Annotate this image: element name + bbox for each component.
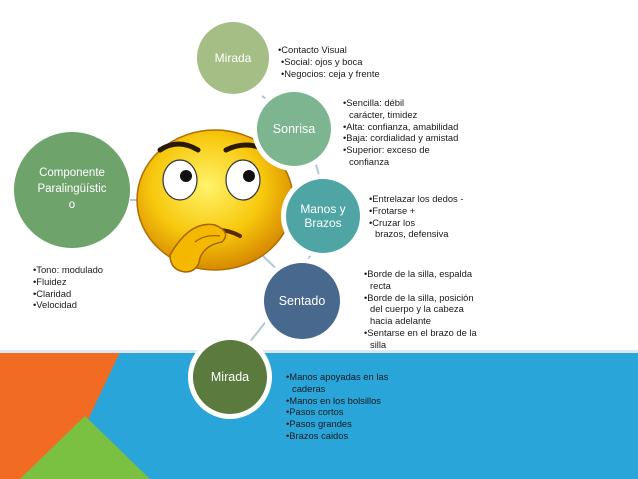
list-item: •Contacto Visual: [278, 44, 347, 55]
node-componente: Componente Paralingüístic o: [14, 132, 130, 248]
node-sentado: Sentado: [264, 263, 340, 339]
list-item: •Baja: cordialidad y amistad: [343, 132, 459, 144]
list-item: •Brazos caidos: [286, 429, 349, 441]
node-manos-line2: Brazos: [304, 216, 342, 230]
list-item: •Manos en los bolsillos: [286, 394, 381, 406]
node-mirada-bottom: Mirada: [193, 340, 267, 414]
list-item: •Velocidad: [33, 299, 77, 311]
list-item: •Claridad: [33, 287, 72, 299]
list-item: •Social: ojos y boca: [281, 55, 363, 67]
band-top-line: [0, 350, 638, 353]
band-green: [20, 416, 150, 479]
list-item: •Pasos grandes: [286, 418, 352, 429]
list-item: hacia adelante: [370, 315, 431, 326]
node-mirada-top: Mirada: [197, 22, 269, 94]
list-item: •Frotarse +: [369, 204, 416, 216]
list-item: •Entrelazar los dedos -: [369, 193, 464, 204]
list-item: •Alta: confianza, amabilidad: [343, 120, 459, 132]
node-sonrisa-label: Sonrisa: [272, 121, 316, 136]
band-orange: [0, 352, 120, 479]
list-item: •Negocios: ceja y frente: [281, 67, 380, 79]
list-manos: •Entrelazar los dedos - •Frotarse + •Cru…: [369, 193, 463, 240]
node-mirada-top-label: Mirada: [214, 50, 252, 65]
node-mirada-bottom-label: Mirada: [210, 369, 250, 384]
list-componente: •Tono: modulado •Fluidez •Claridad •Velo…: [33, 264, 103, 311]
node-manos-line1: Manos y: [300, 201, 346, 216]
node-componente-line3: o: [68, 198, 76, 211]
list-mirada-top: •Contacto Visual •Social: ojos y boca •N…: [278, 44, 380, 79]
band-blue: [0, 352, 638, 479]
node-componente-line1: Componente: [39, 167, 105, 180]
list-item: •Pasos cortos: [286, 406, 344, 418]
list-item: •Tono: modulado: [33, 264, 103, 275]
node-sonrisa: Sonrisa: [257, 92, 331, 166]
node-manos-brazos: Manos y Brazos: [286, 179, 360, 253]
node-componente-line2: Paralingüístic: [37, 183, 107, 196]
node-sentado-label: Sentado: [278, 293, 326, 308]
list-item: •Fluidez: [33, 275, 67, 287]
